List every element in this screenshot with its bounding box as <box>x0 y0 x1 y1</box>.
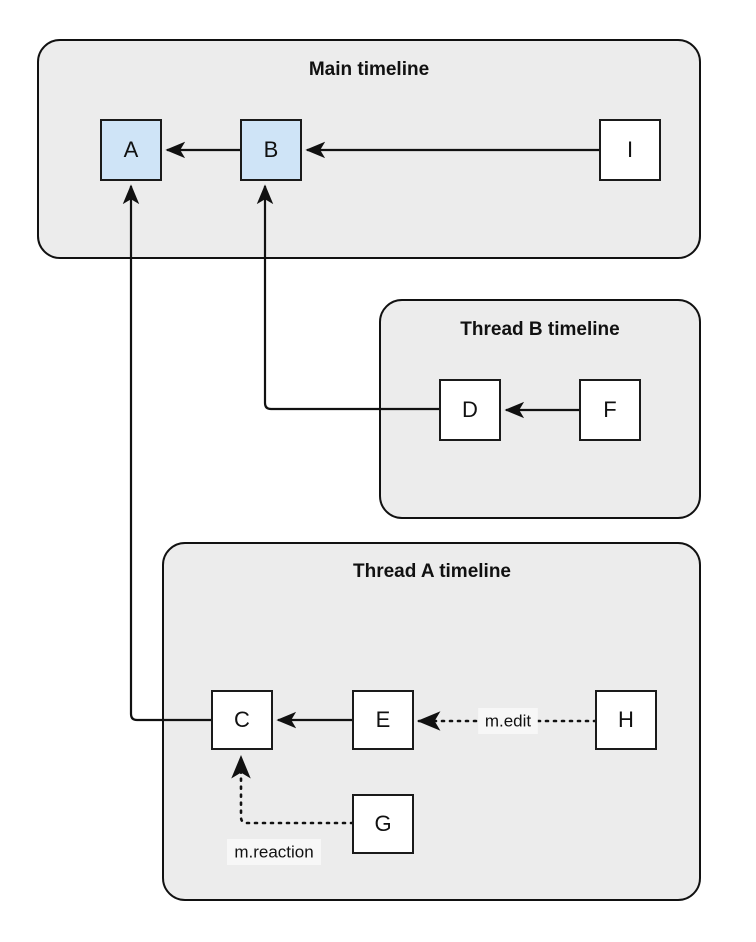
edge-c-to-a <box>122 184 212 722</box>
event-node-a[interactable]: A <box>100 119 162 181</box>
edge-label-background <box>478 708 538 734</box>
event-node-label: F <box>603 397 616 422</box>
edge-labels-layer: m.edit m.reaction <box>227 708 538 865</box>
timeline-group-title: Main timeline <box>309 59 429 80</box>
event-node-h[interactable]: H <box>595 690 657 750</box>
event-node-f[interactable]: F <box>579 379 641 441</box>
event-node-box[interactable] <box>240 119 302 181</box>
event-node-box[interactable] <box>439 379 501 441</box>
event-node-label: D <box>462 397 478 422</box>
event-node-label: A <box>124 137 139 162</box>
event-node-c[interactable]: C <box>211 690 273 750</box>
event-node-box[interactable] <box>599 119 661 181</box>
timeline-group-title: Thread B timeline <box>460 319 619 340</box>
edge-label-h-to-e: m.edit <box>478 708 538 734</box>
event-node-box[interactable] <box>211 690 273 750</box>
edge-label-g-to-c: m.reaction <box>227 839 321 865</box>
edge-d-to-b <box>256 184 440 411</box>
event-node-b[interactable]: B <box>240 119 302 181</box>
event-node-box[interactable] <box>100 119 162 181</box>
event-node-label: E <box>376 707 391 732</box>
event-nodes-layer: A B I D F C E H G <box>100 119 661 854</box>
event-node-label: C <box>234 707 250 732</box>
event-node-d[interactable]: D <box>439 379 501 441</box>
event-node-label: I <box>627 137 633 162</box>
event-node-box[interactable] <box>352 794 414 854</box>
event-node-label: H <box>618 707 634 732</box>
event-node-i[interactable]: I <box>599 119 661 181</box>
event-node-label: G <box>374 811 391 836</box>
event-node-box[interactable] <box>579 379 641 441</box>
event-node-box[interactable] <box>595 690 657 750</box>
edge-label-text: m.reaction <box>234 842 313 861</box>
edge-label-background <box>227 839 321 865</box>
event-node-label: B <box>264 137 279 162</box>
edge-label-text: m.edit <box>485 711 532 730</box>
event-node-e[interactable]: E <box>352 690 414 750</box>
timeline-group-title: Thread A timeline <box>353 561 511 582</box>
event-node-g[interactable]: G <box>352 794 414 854</box>
event-node-box[interactable] <box>352 690 414 750</box>
edge-g-to-c <box>231 755 355 825</box>
